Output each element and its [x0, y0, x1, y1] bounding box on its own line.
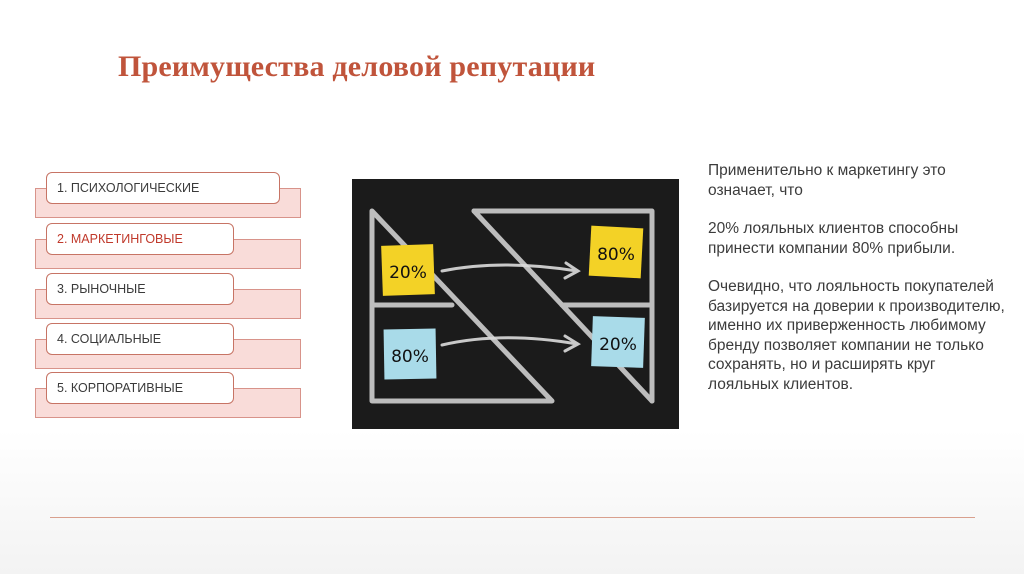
note-yellow-right — [588, 225, 644, 279]
sticky-notes — [381, 225, 645, 380]
note-blue-left — [383, 328, 437, 380]
note-yellow-left — [381, 244, 435, 296]
paragraph-pareto: 20% лояльных клиентов способны принести … — [708, 220, 959, 257]
note-blue-right — [591, 316, 645, 368]
chalkboard-image: 20% 80% 80% 20% — [352, 179, 679, 429]
paragraph-loyalty: Очевидно, что лояльность покупателей баз… — [708, 278, 1005, 393]
note-label: 20% — [599, 335, 637, 355]
background-fade — [0, 430, 1024, 574]
description-text: Применительно к маркетингу это означает,… — [708, 161, 1008, 413]
slide-title: Преимущества деловой репутации — [118, 50, 596, 83]
item-label: 1. ПСИХОЛОГИЧЕСКИЕ — [46, 172, 280, 204]
list-item-corporate: 5. КОРПОРАТИВНЫЕ — [35, 372, 303, 418]
bottom-divider — [50, 517, 975, 518]
paragraph-intro: Применительно к маркетингу это означает,… — [708, 162, 946, 199]
note-label: 80% — [391, 347, 429, 367]
item-label: 2. МАРКЕТИНГОВЫЕ — [46, 223, 234, 255]
list-item-market: 3. РЫНОЧНЫЕ — [35, 273, 303, 319]
list-item-psychological: 1. ПСИХОЛОГИЧЕСКИЕ — [35, 172, 303, 218]
note-label: 20% — [389, 263, 427, 283]
list-item-social: 4. СОЦИАЛЬНЫЕ — [35, 323, 303, 369]
item-label: 5. КОРПОРАТИВНЫЕ — [46, 372, 234, 404]
list-item-marketing: 2. МАРКЕТИНГОВЫЕ — [35, 223, 303, 269]
note-label: 80% — [597, 245, 635, 265]
item-label: 4. СОЦИАЛЬНЫЕ — [46, 323, 234, 355]
chalkboard-drawing: 20% 80% 80% 20% — [352, 179, 679, 429]
item-label: 3. РЫНОЧНЫЕ — [46, 273, 234, 305]
